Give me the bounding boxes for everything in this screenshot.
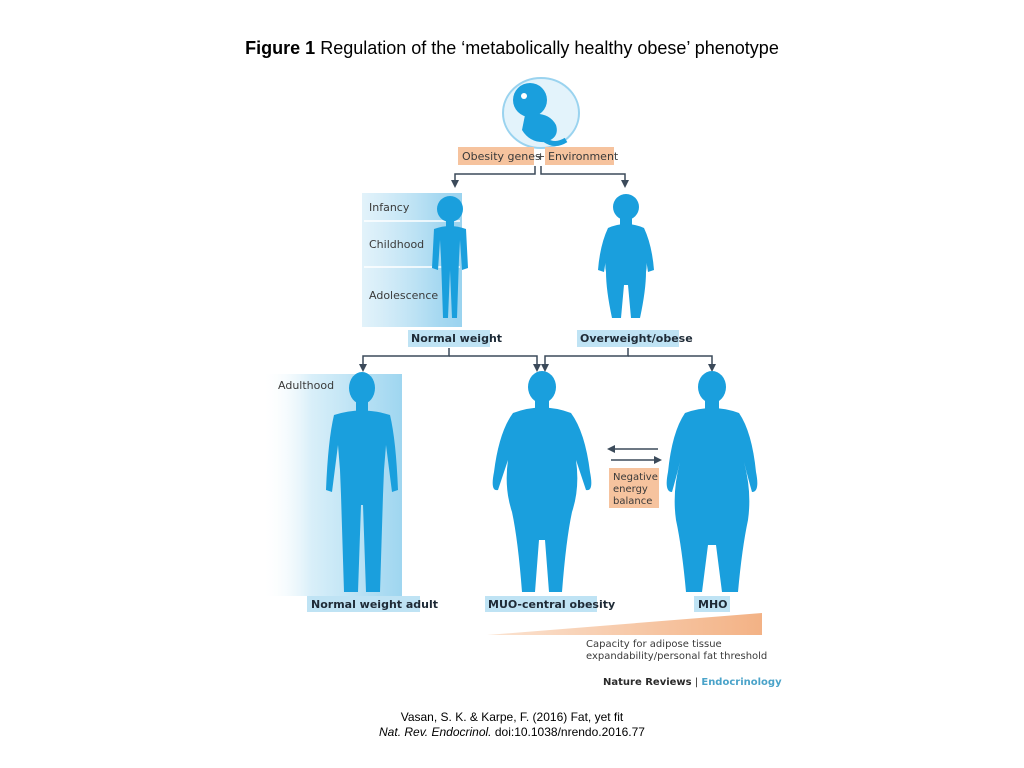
- top-branch-arrows: [451, 166, 629, 188]
- publisher-name: Nature Reviews: [603, 677, 692, 688]
- child-normal-weight-figure: [432, 196, 468, 318]
- muo-central-obesity-label: MUO-central obesity: [488, 598, 615, 611]
- mho-label: MHO: [698, 598, 728, 611]
- overweight-obese-label: Overweight/obese: [580, 332, 693, 345]
- plus-sign: +: [536, 150, 545, 163]
- publisher-separator: |: [692, 677, 702, 688]
- stage-adulthood: Adulthood: [278, 379, 334, 392]
- stage-childhood: Childhood: [369, 238, 424, 251]
- obesity-genes-label: Obesity genes: [462, 150, 541, 163]
- mho-box: [694, 596, 730, 612]
- mho-figure: [666, 371, 758, 592]
- muo-central-obesity-box: [485, 596, 597, 612]
- overweight-obese-box: [577, 330, 679, 347]
- citation-journal: Nat. Rev. Endocrinol.: [379, 725, 492, 739]
- bidirectional-arrows: [607, 445, 662, 464]
- capacity-caption-line-2: expandability/personal fat threshold: [586, 651, 767, 662]
- negative-energy-balance-box: [609, 468, 659, 508]
- child-overweight-figure: [598, 194, 654, 318]
- adult-normal-weight-figure: [326, 372, 398, 592]
- stage-adolescence: Adolescence: [369, 289, 438, 302]
- negative-energy-line-2: energy: [613, 484, 648, 495]
- citation-line-2: Nat. Rev. Endocrinol. doi:10.1038/nrendo…: [0, 725, 1024, 740]
- environment-label: Environment: [548, 150, 619, 163]
- publisher-credit: Nature Reviews | Endocrinology: [603, 677, 782, 688]
- capacity-wedge: [487, 613, 762, 635]
- stage-infancy: Infancy: [369, 201, 410, 214]
- normal-weight-label: Normal weight: [411, 332, 502, 345]
- citation-line-1: Vasan, S. K. & Karpe, F. (2016) Fat, yet…: [400, 710, 624, 724]
- negative-energy-line-1: Negative: [613, 472, 658, 483]
- normal-weight-box: [408, 330, 490, 347]
- muo-central-obesity-figure: [492, 371, 592, 592]
- obesity-genes-box: [458, 147, 534, 165]
- figure-title: Figure 1 Regulation of the ‘metabolicall…: [0, 37, 1024, 59]
- publisher-journal: Endocrinology: [701, 677, 782, 688]
- negative-energy-line-3: balance: [613, 496, 652, 507]
- middle-branch-arrows: [359, 348, 716, 372]
- normal-weight-adult-box: [307, 596, 420, 612]
- capacity-caption-line-1: Capacity for adipose tissue: [586, 639, 722, 650]
- figure-title-text: Regulation of the ‘metabolically healthy…: [315, 38, 779, 58]
- figure-number: Figure 1: [245, 38, 316, 58]
- fetus-in-womb-icon: [502, 77, 580, 149]
- citation-doi: doi:10.1038/nrendo.2016.77: [491, 725, 645, 739]
- environment-box: [545, 147, 614, 165]
- normal-weight-adult-label: Normal weight adult: [311, 598, 438, 611]
